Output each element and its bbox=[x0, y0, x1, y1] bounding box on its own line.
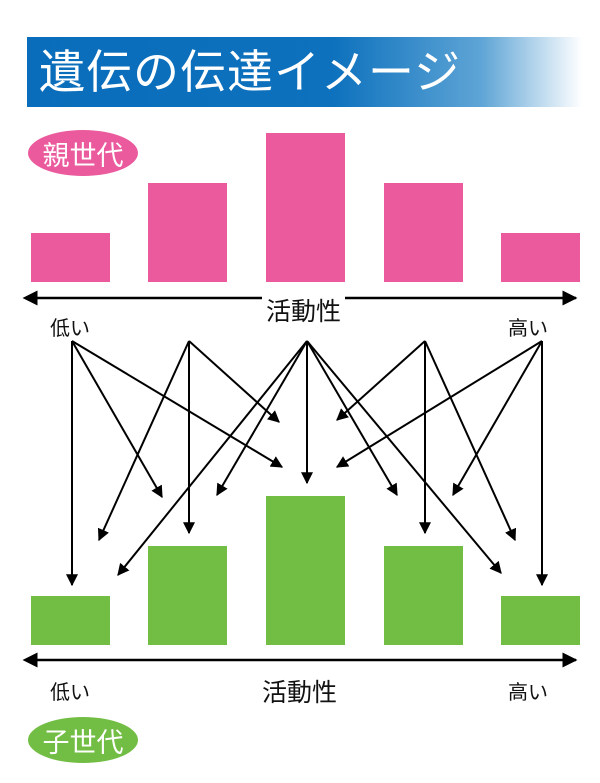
inheritance-arrow-3 bbox=[71, 340, 284, 468]
child-bar-3 bbox=[266, 496, 345, 645]
child-bars bbox=[31, 496, 580, 645]
inheritance-arrow-12 bbox=[336, 340, 426, 421]
inheritance-arrow-8 bbox=[216, 340, 308, 497]
inheritance-arrow-11 bbox=[306, 340, 502, 574]
parent-axis-low-label: 低い bbox=[50, 316, 90, 340]
child-generation-badge: 子世代 bbox=[28, 717, 138, 763]
parent-axis-high-label: 高い bbox=[508, 316, 548, 340]
parent-bar-1 bbox=[31, 233, 110, 282]
parent-generation-badge: 親世代 bbox=[28, 130, 138, 176]
parent-bar-2 bbox=[148, 183, 227, 282]
child-bar-1 bbox=[31, 596, 110, 645]
child-bar-4 bbox=[384, 546, 463, 645]
child-axis-title: 活動性 bbox=[262, 678, 338, 707]
inheritance-arrow-10 bbox=[306, 340, 398, 497]
title-banner: 遺伝の伝達イメージ bbox=[27, 37, 582, 107]
parent-bar-4 bbox=[384, 183, 463, 282]
child-axis-low-label: 低い bbox=[50, 680, 90, 704]
inheritance-arrow-4 bbox=[97, 340, 190, 542]
inheritance-arrow-7 bbox=[117, 340, 308, 576]
child-bar-5 bbox=[501, 596, 580, 645]
parent-bars bbox=[31, 133, 580, 282]
parent-axis-title: 活動性 bbox=[262, 292, 346, 328]
diagram-title: 遺伝の伝達イメージ bbox=[39, 45, 462, 99]
child-bar-2 bbox=[148, 546, 227, 645]
parent-bar-3 bbox=[266, 133, 345, 282]
inheritance-arrow-14 bbox=[424, 340, 517, 542]
inheritance-arrow-6 bbox=[188, 340, 280, 423]
child-axis-high-label: 高い bbox=[508, 680, 548, 704]
parent-bar-5 bbox=[501, 233, 580, 282]
inheritance-arrows bbox=[66, 340, 548, 587]
inheritance-arrow-15 bbox=[335, 340, 543, 468]
inheritance-arrow-2 bbox=[71, 340, 163, 499]
inheritance-arrow-16 bbox=[452, 340, 543, 497]
